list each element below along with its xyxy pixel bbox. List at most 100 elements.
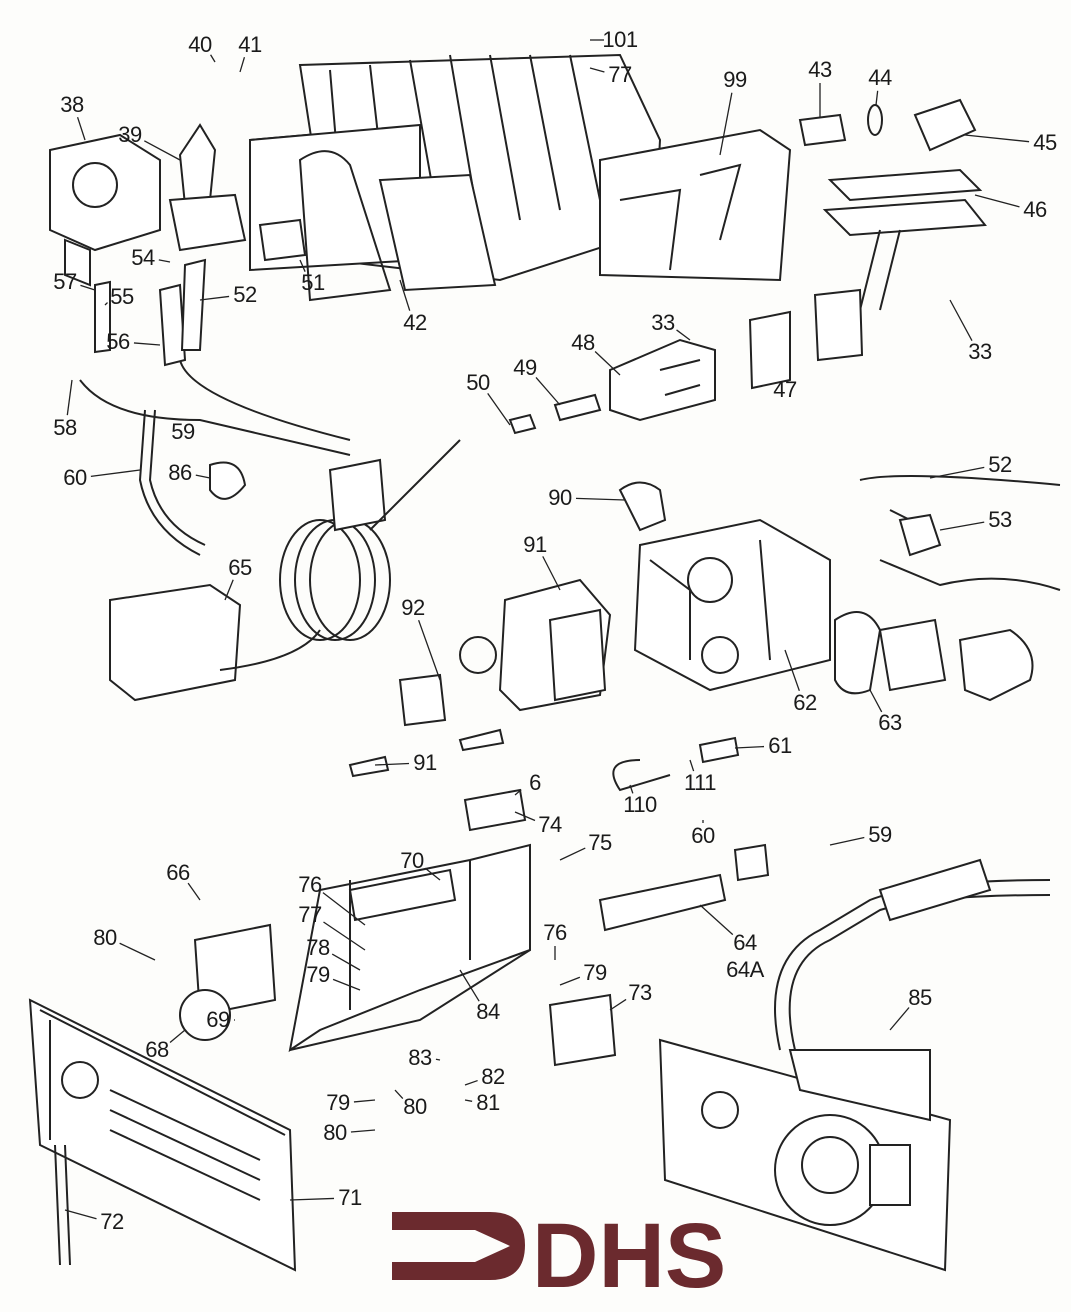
burner-box-99 — [599, 128, 792, 282]
callout-80: 80 — [323, 1120, 347, 1145]
callout-91: 91 — [413, 750, 437, 775]
callout-77: 77 — [298, 902, 322, 927]
leader-line-80 — [119, 942, 156, 961]
callout-33: 33 — [651, 310, 675, 335]
leader-line-80 — [394, 1089, 404, 1100]
callout-77: 77 — [608, 62, 632, 87]
callout-72: 72 — [100, 1209, 124, 1234]
callout-66: 66 — [166, 860, 190, 885]
callout-42: 42 — [403, 310, 427, 335]
leader-line-41 — [239, 57, 246, 73]
callout-53: 53 — [988, 507, 1012, 532]
callout-76: 76 — [298, 872, 322, 897]
callout-74: 74 — [538, 812, 562, 837]
leader-line-78 — [331, 953, 361, 971]
leader-line-49 — [535, 377, 561, 406]
leader-line-50 — [487, 392, 511, 426]
callout-101: 101 — [602, 27, 638, 52]
callout-79: 79 — [326, 1090, 350, 1115]
leader-line-59 — [184, 418, 187, 421]
callout-46: 46 — [1023, 197, 1047, 222]
callout-54: 54 — [131, 245, 155, 270]
leader-line-82 — [464, 1079, 478, 1086]
leader-line-77 — [589, 67, 605, 73]
leader-line-91 — [542, 556, 561, 591]
callout-56: 56 — [106, 329, 130, 354]
callout-80: 80 — [403, 1094, 427, 1119]
jet-49 — [553, 393, 602, 422]
pilot-burner-39 — [178, 123, 217, 207]
leader-line-65 — [224, 579, 234, 601]
flange-47 — [813, 288, 864, 362]
leader-line-64 — [699, 904, 734, 936]
leader-line-73 — [609, 998, 627, 1011]
fitting-43 — [798, 113, 847, 147]
leader-line-70 — [424, 867, 441, 881]
callout-59: 59 — [868, 822, 892, 847]
gasket-46 — [827, 168, 983, 202]
leader-line-33 — [676, 329, 691, 341]
knob-68 — [179, 989, 231, 1041]
callout-45: 45 — [1033, 130, 1057, 155]
gas-valve-62 — [633, 518, 831, 692]
callout-76: 76 — [543, 920, 567, 945]
bracket-38 — [49, 133, 161, 252]
callout-68: 68 — [145, 1037, 169, 1062]
leader-line-79 — [559, 976, 581, 986]
leader-line-61 — [734, 745, 765, 749]
fitting-63 — [834, 611, 882, 695]
callout-62: 62 — [793, 690, 817, 715]
callout-58: 58 — [53, 415, 77, 440]
leader-line-40 — [210, 54, 216, 63]
callout-43: 43 — [808, 57, 832, 82]
tee-53 — [898, 513, 942, 557]
leader-line-38 — [76, 116, 86, 141]
leader-line-71 — [289, 1197, 335, 1201]
leader-line-52 — [929, 466, 985, 479]
leader-line-44 — [875, 90, 879, 106]
leader-line-39 — [144, 140, 181, 161]
transformer-73 — [548, 993, 617, 1067]
callout-64: 64 — [733, 930, 757, 955]
callout-41: 41 — [238, 32, 262, 57]
leader-line-59 — [829, 836, 865, 846]
logo-text: DHS — [532, 1205, 726, 1307]
leader-line-79 — [353, 1099, 376, 1103]
leader-line-84 — [459, 969, 480, 1002]
leader-line-68 — [169, 1029, 186, 1043]
magnet-unit-90 — [618, 481, 667, 532]
callout-51: 51 — [301, 270, 325, 295]
leader-line-81 — [464, 1099, 473, 1102]
callout-81: 81 — [476, 1090, 500, 1115]
rod-72 — [54, 1144, 71, 1266]
callout-49: 49 — [513, 355, 537, 380]
callout-111: 111 — [684, 770, 716, 795]
leader-line-83 — [435, 1058, 441, 1061]
callout-92: 92 — [401, 595, 425, 620]
leader-line-42 — [399, 279, 411, 311]
callout-82: 82 — [481, 1064, 505, 1089]
leader-line-58 — [66, 379, 73, 416]
capillary-coil — [279, 519, 391, 641]
callout-78: 78 — [306, 935, 330, 960]
leader-line-92 — [418, 619, 441, 681]
igniter-64 — [598, 873, 727, 932]
callout-79: 79 — [583, 960, 607, 985]
leader-line-66 — [187, 882, 201, 901]
leader-line-72 — [64, 1209, 97, 1220]
callout-44: 44 — [868, 65, 892, 90]
heat-exchanger-42 — [248, 53, 662, 302]
callout-63: 63 — [878, 710, 902, 735]
leader-line-33 — [949, 299, 973, 342]
callout-33: 33 — [968, 339, 992, 364]
leader-line-55 — [104, 302, 108, 306]
leader-line-62 — [784, 649, 800, 692]
callout-84: 84 — [476, 999, 500, 1024]
leader-line-76 — [322, 892, 366, 926]
leader-line-52 — [199, 295, 230, 301]
leader-line-46 — [974, 194, 1020, 208]
callout-91: 91 — [523, 532, 547, 557]
callout-85: 85 — [908, 985, 932, 1010]
